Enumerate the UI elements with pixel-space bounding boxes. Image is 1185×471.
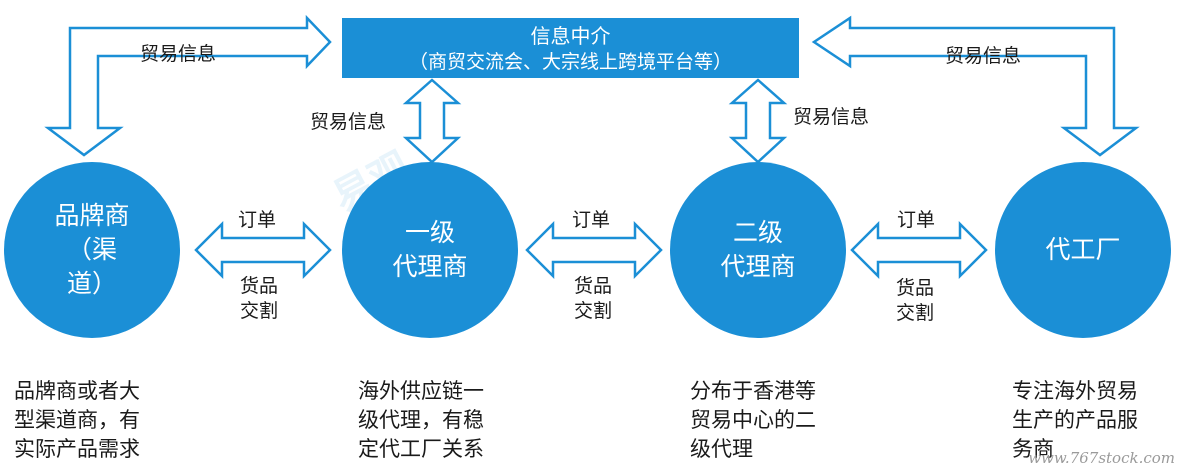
desc-first-agent: 海外供应链一 级代理，有稳 定代工厂关系 [358,377,508,464]
node-brand-line1: 品牌商 [54,201,130,230]
order-label-2: 订单 [572,209,611,231]
node-second-agent: 二级 代理商 [670,162,846,338]
delivery-label-2b: 交割 [574,300,613,322]
desc-brand-line1: 品牌商或者大 [14,379,140,403]
node-brand: 品牌商 （渠 道） [4,162,180,338]
node-second-agent-line1: 二级 [732,218,783,247]
desc-first-agent-line3: 定代工厂关系 [358,437,484,461]
desc-factory-line1: 专注海外贸易 [1012,379,1138,403]
desc-second-agent-line2: 贸易中心的二 [690,408,816,432]
trade-info-arrow-left [44,14,332,157]
desc-brand: 品牌商或者大 型渠道商，有 实际产品需求 [14,377,164,464]
node-factory: 代工厂 [995,162,1171,338]
info-box-subtitle: （商贸交流会、大宗线上跨境平台等） [408,51,732,73]
desc-second-agent: 分布于香港等 贸易中心的二 级代理 [690,377,840,464]
desc-factory: 专注海外贸易 生产的产品服 务商 [1012,377,1162,464]
desc-first-agent-line1: 海外供应链一 [358,379,484,403]
delivery-label-1a: 货品 [240,275,279,297]
order-arrow-2 [525,220,663,280]
node-second-agent-line2: 代理商 [720,252,796,281]
watermark-url: www.767stock.com [1028,449,1175,467]
desc-first-agent-line2: 级代理，有稳 [358,408,484,432]
trade-info-arrow-first [402,78,462,164]
trade-info-label-first: 贸易信息 [310,111,387,133]
info-intermediary-box: 信息中介 （商贸交流会、大宗线上跨境平台等） [342,18,799,78]
desc-second-agent-line3: 级代理 [690,437,753,461]
node-first-agent-line1: 一级 [404,218,455,247]
delivery-label-1b: 交割 [240,300,279,322]
desc-factory-line3: 务商 [1012,437,1054,461]
delivery-label-2a: 货品 [574,275,613,297]
order-arrow-3 [850,220,988,280]
trade-info-arrow-right [811,15,1140,157]
trade-info-label-left: 贸易信息 [140,43,217,65]
order-label-1: 订单 [238,209,277,231]
desc-brand-line3: 实际产品需求 [14,437,140,461]
node-first-agent-line2: 代理商 [392,252,468,281]
info-box-title: 信息中介 [530,24,611,48]
delivery-label-3b: 交割 [896,302,935,324]
node-factory-line1: 代工厂 [1045,235,1121,264]
order-arrow-1 [194,220,332,280]
node-brand-line2: （渠 [66,235,117,264]
order-label-3: 订单 [897,209,936,231]
desc-brand-line2: 型渠道商，有 [14,408,140,432]
desc-factory-line2: 生产的产品服 [1012,408,1138,432]
delivery-label-3a: 货品 [896,277,935,299]
node-first-agent: 一级 代理商 [342,162,518,338]
node-brand-line3: 道） [66,269,117,298]
trade-info-label-right: 贸易信息 [945,45,1022,67]
trade-info-arrow-second [728,78,788,164]
desc-second-agent-line1: 分布于香港等 [690,379,816,403]
trade-info-label-second: 贸易信息 [793,106,870,128]
